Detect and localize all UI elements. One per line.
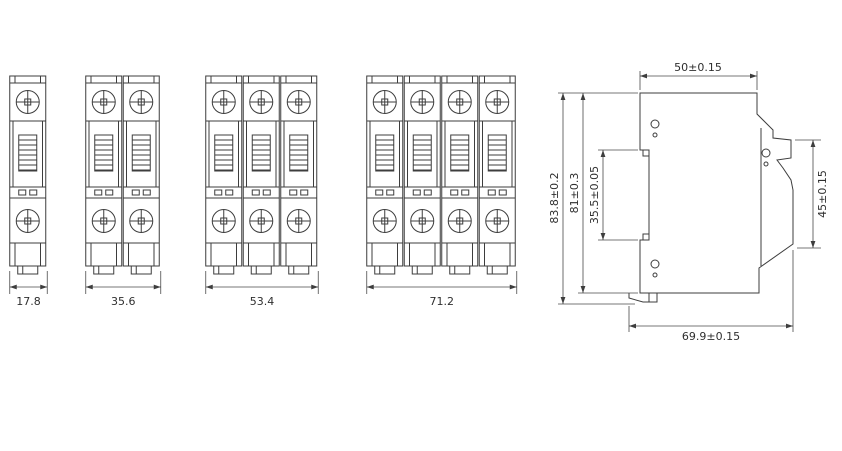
side-view-container: 50±0.15 83.8±0.2 81±0.3 35.5±0.05 45±0.1… [545,58,842,362]
terminal-screw-icon [91,209,116,233]
dimension-label-front-width: 35.6 [111,295,136,308]
side-view: 50±0.15 83.8±0.2 81±0.3 35.5±0.05 45±0.1… [548,61,829,343]
pole-module [85,75,123,275]
dimension-label-overall-depth: 69.9±0.15 [682,330,740,343]
terminal-screw-icon [372,209,397,233]
front-view-4pole-container: 71.2 [366,75,518,314]
pole-module [366,75,404,275]
terminal-screw-icon [15,90,40,114]
pole-module [478,75,516,275]
rivet-icon [763,161,769,167]
terminal-screw-icon [410,90,435,114]
front-width-dimension: 35.6 [85,271,162,308]
front-view-3pole-container: 53.4 [205,75,319,314]
dimension-label-front-width: 71.2 [430,295,455,308]
terminal-screw-icon [410,209,435,233]
rivet-icon [761,148,771,158]
front-view-3p: 53.4 [205,75,319,308]
front-width-dimension: 71.2 [366,271,518,308]
terminal-screw-icon [249,90,274,114]
terminal-screw-icon [447,90,472,114]
pole-module [403,75,441,275]
rivet-icon [650,259,660,269]
terminal-screw-icon [447,209,472,233]
front-view-1p: 17.8 [9,75,48,308]
terminal-screw-icon [372,90,397,114]
side-profile-outline [628,92,794,303]
front-width-dimension: 53.4 [205,271,319,308]
side-view-dimensions: 50±0.15 83.8±0.2 81±0.3 35.5±0.05 45±0.1… [548,61,829,343]
terminal-screw-icon [91,90,116,114]
dimension-label-overall-height: 83.8±0.2 [548,172,561,223]
dimension-label-face-height: 45±0.15 [816,170,829,218]
pole-module [205,75,243,275]
rivet-icon [650,119,660,129]
terminal-screw-icon [286,209,311,233]
terminal-screw-icon [485,90,510,114]
din-claw-bottom [642,233,649,240]
front-view-4p: 71.2 [366,75,518,308]
rivet-icon [652,272,658,278]
pole-module [441,75,479,275]
pole-module [122,75,160,275]
pole-module [9,75,47,275]
terminal-screw-icon [129,90,154,114]
din-release-clip [628,293,658,303]
dimension-label-body-height: 81±0.3 [568,173,581,214]
pole-module [280,75,318,275]
dimension-label-front-width: 17.8 [16,295,41,308]
front-view-2p: 35.6 [85,75,162,308]
front-width-dimension: 17.8 [9,271,48,308]
rivet-icon [652,132,658,138]
terminal-screw-icon [286,90,311,114]
terminal-screw-icon [211,209,236,233]
front-view-1pole-container: 17.8 [9,75,48,314]
terminal-screw-icon [249,209,274,233]
dimension-label-top-width: 50±0.15 [674,61,722,74]
din-claw-top [642,150,649,157]
dimension-label-rail-channel: 35.5±0.05 [588,166,601,224]
pole-module [242,75,280,275]
front-view-2pole-container: 35.6 [85,75,162,314]
terminal-screw-icon [485,209,510,233]
terminal-screw-icon [129,209,154,233]
dimension-label-front-width: 53.4 [250,295,275,308]
terminal-screw-icon [15,209,40,233]
terminal-screw-icon [211,90,236,114]
